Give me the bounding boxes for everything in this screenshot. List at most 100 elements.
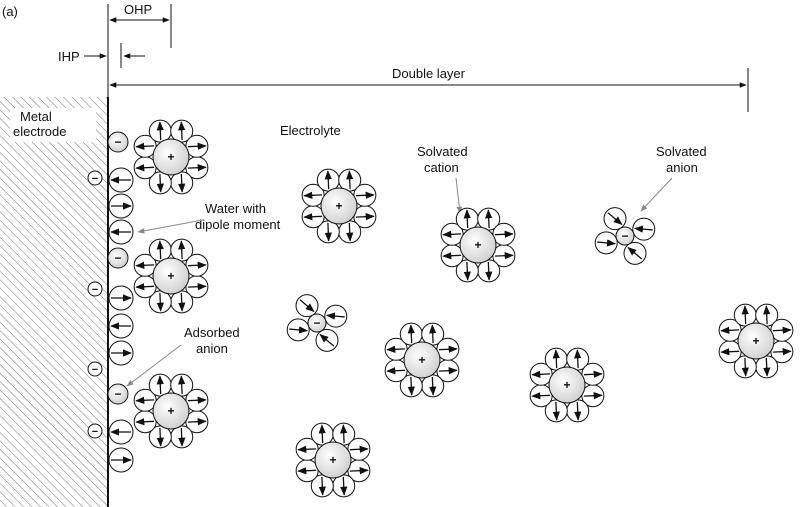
water-molecule	[455, 259, 479, 283]
water-molecule	[148, 290, 172, 314]
adsorbed-anion: −	[107, 131, 129, 153]
water-molecule	[594, 231, 618, 255]
water-dipole-pointer	[137, 219, 204, 234]
water-molecule	[148, 425, 172, 449]
solvated-anion: −	[307, 313, 327, 333]
solvated-cation: +	[320, 187, 358, 225]
dipole-arrow	[135, 283, 155, 291]
dipole-arrow	[429, 376, 437, 396]
solvated-cation-circle	[548, 366, 586, 404]
electrode-charge-circle	[87, 281, 103, 297]
electrode-charge-circle	[87, 361, 103, 377]
solvated-cation-label-line1: Solvated	[417, 144, 468, 159]
panel-label: (a)	[2, 4, 18, 19]
dipole-arrow	[178, 240, 186, 260]
adsorbed-anion-sign: −	[114, 387, 121, 401]
electrode-charge-sign: −	[92, 364, 98, 376]
dipole-arrow	[349, 467, 369, 475]
water-molecule	[477, 259, 501, 283]
dipole-arrow	[318, 424, 326, 444]
solvated-cation-sign: +	[563, 378, 570, 392]
dipole-arrow	[485, 261, 493, 281]
solvated-anion-circle	[307, 313, 327, 333]
dipole-arrow	[720, 348, 740, 356]
water-molecule	[384, 359, 408, 383]
solvated-cation: +	[737, 322, 775, 360]
electrode-charge-sign: −	[92, 173, 98, 185]
dipole-arrow	[297, 445, 317, 453]
metal-electrode-label-box	[10, 108, 96, 142]
dipole-arrow	[494, 230, 514, 238]
ohp-label: OHP	[124, 2, 152, 17]
solvated-cation: +	[403, 341, 441, 379]
dipole-arrow	[494, 252, 514, 260]
adsorbed-anion-label-line2: anion	[196, 341, 228, 356]
dipole-arrow	[156, 173, 164, 193]
water-molecule	[338, 168, 362, 192]
dipole-arrow	[583, 392, 603, 400]
electrode-charge-circle	[87, 423, 103, 439]
dipole-arrow	[178, 375, 186, 395]
dipole-arrow	[485, 209, 493, 229]
dipole-arrow	[187, 396, 207, 404]
dipole-arrow	[607, 212, 623, 226]
adsorbed-anion-sign: −	[114, 251, 121, 265]
water-molecule	[603, 207, 627, 231]
water-molecule	[295, 437, 319, 461]
water-molecule	[332, 422, 356, 446]
dipole-arrow	[135, 164, 155, 172]
dipole-arrow	[135, 142, 155, 150]
water-molecule	[108, 167, 134, 193]
dipole-arrow	[346, 170, 354, 190]
dipole-arrow	[574, 401, 582, 421]
solvated-cation-circle	[459, 226, 497, 264]
dipole-arrow	[355, 213, 375, 221]
ihp-label: IHP	[58, 49, 80, 64]
dipole-arrow	[135, 261, 155, 269]
dipole-arrow	[178, 173, 186, 193]
water-molecule	[170, 238, 194, 262]
dipole-arrow	[349, 445, 369, 453]
solvated-cation: +	[548, 366, 586, 404]
dipole-arrow	[156, 292, 164, 312]
solvated-anion-pointer	[640, 177, 673, 212]
water-molecule	[108, 313, 134, 339]
solvated-cation: +	[152, 257, 190, 295]
water-molecule	[623, 241, 647, 265]
dipole-arrow	[741, 357, 749, 377]
dipole-arrow	[741, 305, 749, 325]
dipole-arrow	[289, 326, 309, 334]
dipole-arrow	[187, 164, 207, 172]
electrode-charge-circle	[87, 170, 103, 186]
water-molecule	[632, 217, 656, 241]
dipole-arrow	[340, 476, 348, 496]
adsorbed-anion: −	[107, 247, 129, 269]
water-molecule	[170, 373, 194, 397]
dipole-arrow	[772, 326, 792, 334]
dipole-arrow	[156, 240, 164, 260]
dipole-arrow	[178, 121, 186, 141]
solvated-cation-sign: +	[418, 353, 425, 367]
water-molecule	[108, 219, 134, 245]
water-molecule	[421, 322, 445, 346]
dipole-arrow	[597, 239, 617, 247]
solvated-cation-circle	[403, 341, 441, 379]
electrode-charge-sign: −	[92, 284, 98, 296]
water-molecule	[108, 447, 134, 473]
solvated-cation-circle	[314, 441, 352, 479]
water-molecule	[332, 474, 356, 498]
dipole-arrow	[178, 292, 186, 312]
dipole-arrow	[386, 345, 406, 353]
dipole-arrow	[438, 367, 458, 375]
water-molecule	[399, 374, 423, 398]
dipole-arrow	[633, 225, 653, 233]
adsorbed-anion: −	[107, 383, 129, 405]
dipole-arrow	[442, 252, 462, 260]
electrolyte-label: Electrolyte	[280, 123, 341, 138]
dipole-arrow	[407, 376, 415, 396]
electrode-charge: −	[87, 281, 103, 297]
dipole-arrow	[574, 349, 582, 369]
solvated-cation-sign: +	[329, 453, 336, 467]
dipole-arrow	[552, 401, 560, 421]
